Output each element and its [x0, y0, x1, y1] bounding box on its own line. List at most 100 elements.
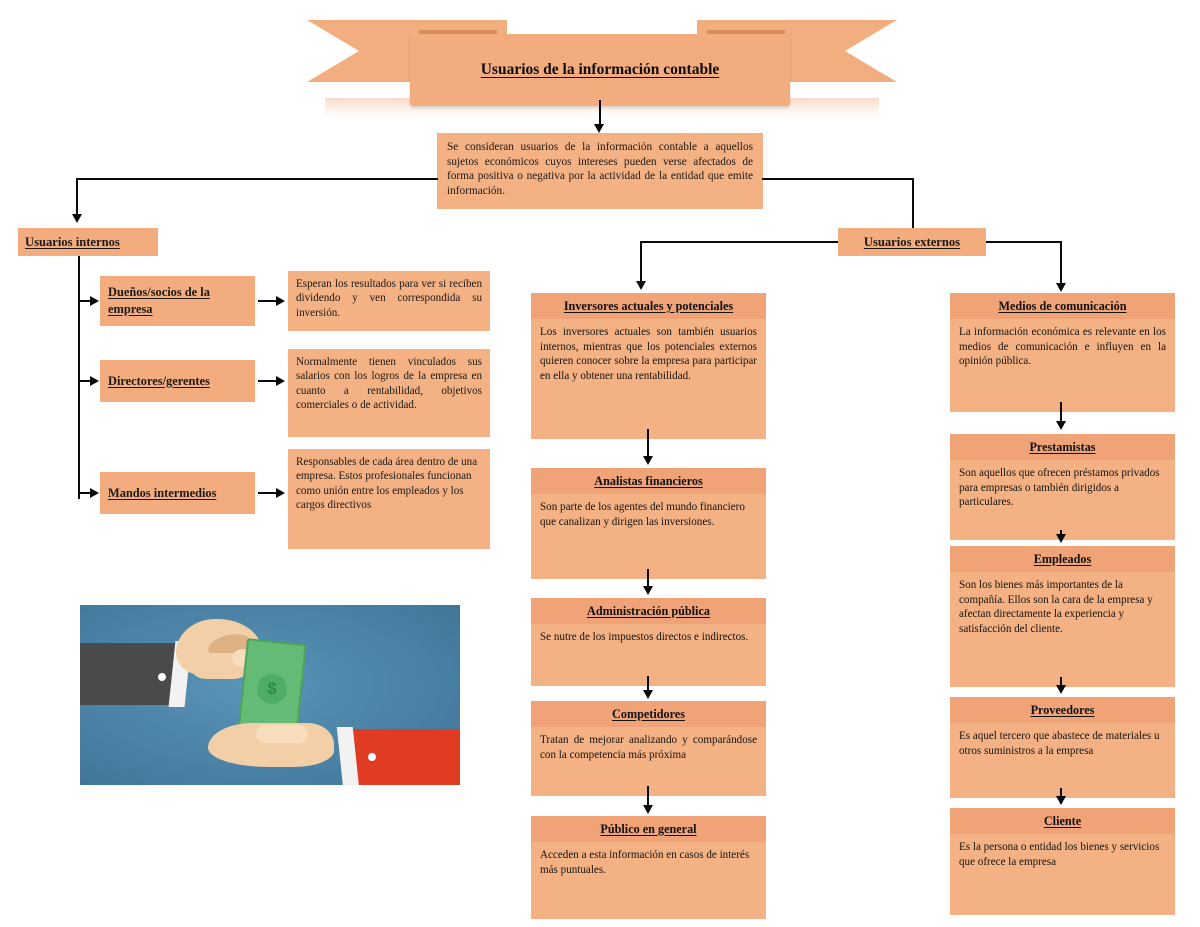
card-administracion: Administración pública Se nutre de los i…: [531, 598, 766, 686]
arrowhead-internal-group: [71, 214, 82, 223]
card-inversores: Inversores actuales y potenciales Los in…: [531, 293, 766, 439]
arrowhead-analistas: [642, 456, 653, 465]
desc-text-duenos: Esperan los resultados para ver si recib…: [296, 278, 482, 319]
card-cliente: Cliente Es la persona o entidad los bien…: [950, 808, 1175, 915]
connector-mandos-to-desc: [258, 492, 278, 494]
item-description-directores-gerentes: Normalmente tienen vinculados sus salari…: [288, 349, 490, 437]
card-header-cliente: Cliente: [950, 808, 1175, 834]
card-body-administracion: Se nutre de los impuestos directos e ind…: [531, 624, 766, 686]
intro-text: Se consideran usuarios de la información…: [447, 141, 753, 197]
connector-analistas-to-administracion: [647, 569, 649, 589]
title-plaque: Usuarios de la información contable: [410, 34, 790, 106]
card-body-medios: La información económica es relevante en…: [950, 319, 1175, 412]
connector-competidores-to-publico: [647, 786, 649, 807]
money-exchange-illustration: $: [80, 605, 460, 785]
card-title-administracion: Administración pública: [587, 603, 710, 618]
card-body-competidores: Tratan de mejorar analizando y comparánd…: [531, 727, 766, 796]
connector-external-to-right-horizontal: [986, 241, 1062, 243]
arrowhead-competidores: [642, 690, 653, 699]
arrowhead-cliente: [1055, 796, 1066, 805]
arrowhead-mandos-desc: [276, 487, 285, 498]
connector-proveedores-to-cliente: [1060, 788, 1062, 797]
label-text-directores: Directores/gerentes: [108, 373, 210, 388]
card-title-empleados: Empleados: [1033, 551, 1092, 566]
card-text-prestamistas: Son aquellos que ofrecen préstamos priva…: [959, 467, 1160, 509]
card-title-prestamistas: Prestamistas: [1029, 439, 1096, 454]
connector-external-to-middle-vertical: [640, 241, 642, 283]
card-empleados: Empleados Son los bienes más importantes…: [950, 546, 1175, 687]
item-label-directores-gerentes: Directores/gerentes: [100, 360, 255, 402]
card-header-competidores: Competidores: [531, 701, 766, 727]
arrowhead-title-to-intro: [594, 124, 604, 133]
arrowhead-duenos-desc: [276, 295, 285, 306]
connector-intro-left-vertical: [76, 178, 78, 216]
card-header-publico: Público en general: [531, 816, 766, 842]
arrowhead-mandos: [90, 487, 99, 498]
connector-intro-right-horizontal: [762, 178, 914, 180]
connector-medios-to-prestamistas: [1060, 402, 1062, 423]
card-text-empleados: Son los bienes más importantes de la com…: [959, 579, 1153, 635]
connector-duenos-to-desc: [258, 300, 278, 302]
card-title-medios: Medios de comunicación: [998, 298, 1127, 313]
card-title-inversores: Inversores actuales y potenciales: [563, 298, 734, 313]
group-label-internal: Usuarios internos: [25, 234, 120, 249]
card-body-proveedores: Es aquel tercero que abastece de materia…: [950, 723, 1175, 798]
card-header-administracion: Administración pública: [531, 598, 766, 624]
suit-sleeve-left: [80, 643, 184, 705]
card-text-competidores: Tratan de mejorar analizando y comparánd…: [540, 734, 757, 761]
arrowhead-directores: [90, 375, 99, 386]
intro-description-box: Se consideran usuarios de la información…: [437, 133, 763, 209]
connector-inversores-to-analistas: [647, 429, 649, 459]
card-title-cliente: Cliente: [1043, 813, 1082, 828]
item-description-mandos-intermedios: Responsables de cada área dentro de una …: [288, 449, 490, 549]
arrowhead-directores-desc: [276, 375, 285, 386]
banknote-symbol: $: [255, 672, 289, 706]
cuff-button-right: [368, 753, 376, 761]
card-prestamistas: Prestamistas Son aquellos que ofrecen pr…: [950, 434, 1175, 540]
card-body-inversores: Los inversores actuales son también usua…: [531, 319, 766, 439]
card-body-empleados: Son los bienes más importantes de la com…: [950, 572, 1175, 687]
receiving-hand-finger: [256, 725, 308, 743]
card-title-competidores: Competidores: [612, 706, 685, 721]
card-text-administracion: Se nutre de los impuestos directos e ind…: [540, 631, 749, 643]
card-header-proveedores: Proveedores: [950, 697, 1175, 723]
label-text-mandos: Mandos intermedios: [108, 485, 217, 500]
item-description-duenos-socios: Esperan los resultados para ver si recib…: [288, 271, 490, 331]
item-label-duenos-socios: Dueños/socios de la empresa: [100, 276, 255, 326]
card-text-proveedores: Es aquel tercero que abastece de materia…: [959, 730, 1160, 757]
arrowhead-empleados: [1055, 534, 1066, 543]
branch-line-directores: [78, 380, 92, 382]
label-text-duenos: Dueños/socios de la empresa: [108, 285, 210, 316]
card-text-analistas: Son parte de los agentes del mundo finan…: [540, 501, 745, 528]
connector-administracion-to-competidores: [647, 676, 649, 692]
desc-text-mandos: Responsables de cada área dentro de una …: [296, 456, 478, 512]
arrowhead-medios: [1055, 283, 1066, 292]
card-title-publico: Público en general: [600, 821, 697, 836]
card-header-empleados: Empleados: [950, 546, 1175, 572]
group-header-internal-users: Usuarios internos: [18, 228, 158, 256]
card-header-medios: Medios de comunicación: [950, 293, 1175, 319]
arrowhead-prestamistas: [1055, 421, 1066, 430]
card-body-cliente: Es la persona o entidad los bienes y ser…: [950, 834, 1175, 915]
card-text-cliente: Es la persona o entidad los bienes y ser…: [959, 841, 1160, 868]
group-label-external: Usuarios externos: [863, 234, 961, 249]
card-text-publico: Acceden a esta información en casos de i…: [540, 849, 750, 876]
card-header-analistas: Analistas financieros: [531, 468, 766, 494]
desc-text-directores: Normalmente tienen vinculados sus salari…: [296, 356, 482, 412]
card-proveedores: Proveedores Es aquel tercero que abastec…: [950, 697, 1175, 798]
connector-prestamistas-to-empleados: [1060, 530, 1062, 537]
card-body-publico: Acceden a esta información en casos de i…: [531, 842, 766, 919]
card-competidores: Competidores Tratan de mejorar analizand…: [531, 701, 766, 796]
card-body-prestamistas: Son aquellos que ofrecen préstamos priva…: [950, 460, 1175, 540]
card-text-inversores: Los inversores actuales son también usua…: [540, 326, 757, 382]
branch-line-mandos: [78, 492, 92, 494]
card-publico: Público en general Acceden a esta inform…: [531, 816, 766, 919]
arrowhead-publico: [642, 805, 653, 814]
internal-spine: [78, 256, 80, 499]
card-title-analistas: Analistas financieros: [594, 473, 703, 488]
connector-intro-right-vertical: [912, 178, 914, 230]
arrowhead-proveedores: [1055, 685, 1066, 694]
connector-empleados-to-proveedores: [1060, 677, 1062, 687]
card-medios: Medios de comunicación La información ec…: [950, 293, 1175, 412]
cuff-button-left: [158, 673, 166, 681]
